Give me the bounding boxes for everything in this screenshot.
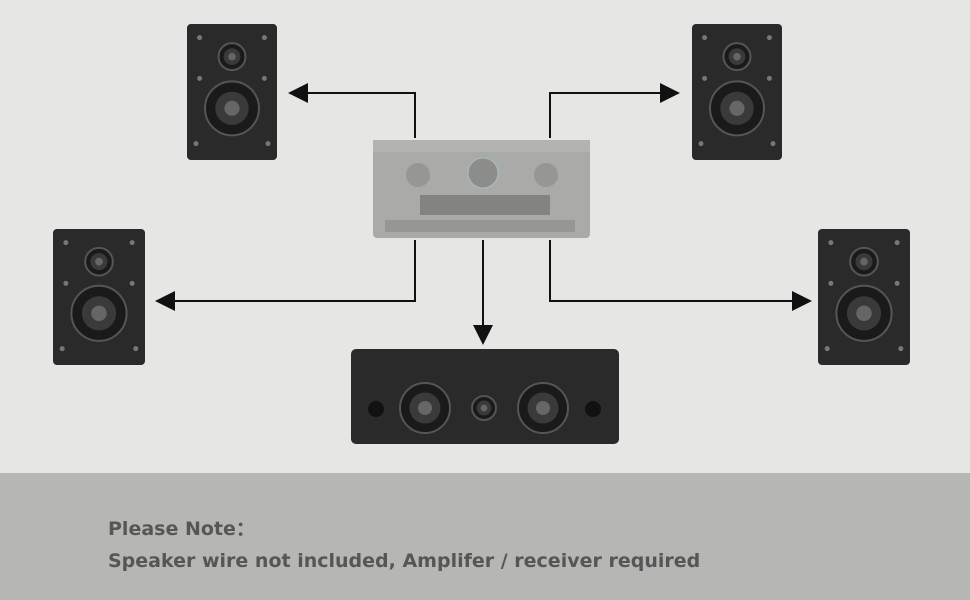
front-left-speaker bbox=[187, 24, 277, 160]
arrow-front-left bbox=[288, 83, 416, 138]
arrow-surround-right bbox=[549, 240, 812, 311]
arrow-front-right bbox=[549, 83, 680, 138]
note-body: Speaker wire not included, Amplifer / re… bbox=[108, 550, 701, 572]
av-receiver bbox=[373, 140, 590, 238]
center-speaker bbox=[351, 349, 619, 444]
arrow-surround-left bbox=[155, 240, 416, 311]
surround-left-speaker bbox=[53, 229, 145, 365]
front-right-speaker bbox=[692, 24, 782, 160]
note-band bbox=[0, 473, 970, 600]
note-title: Please Note： bbox=[108, 518, 255, 540]
connection-arrows bbox=[155, 83, 812, 345]
surround-right-speaker bbox=[818, 229, 910, 365]
